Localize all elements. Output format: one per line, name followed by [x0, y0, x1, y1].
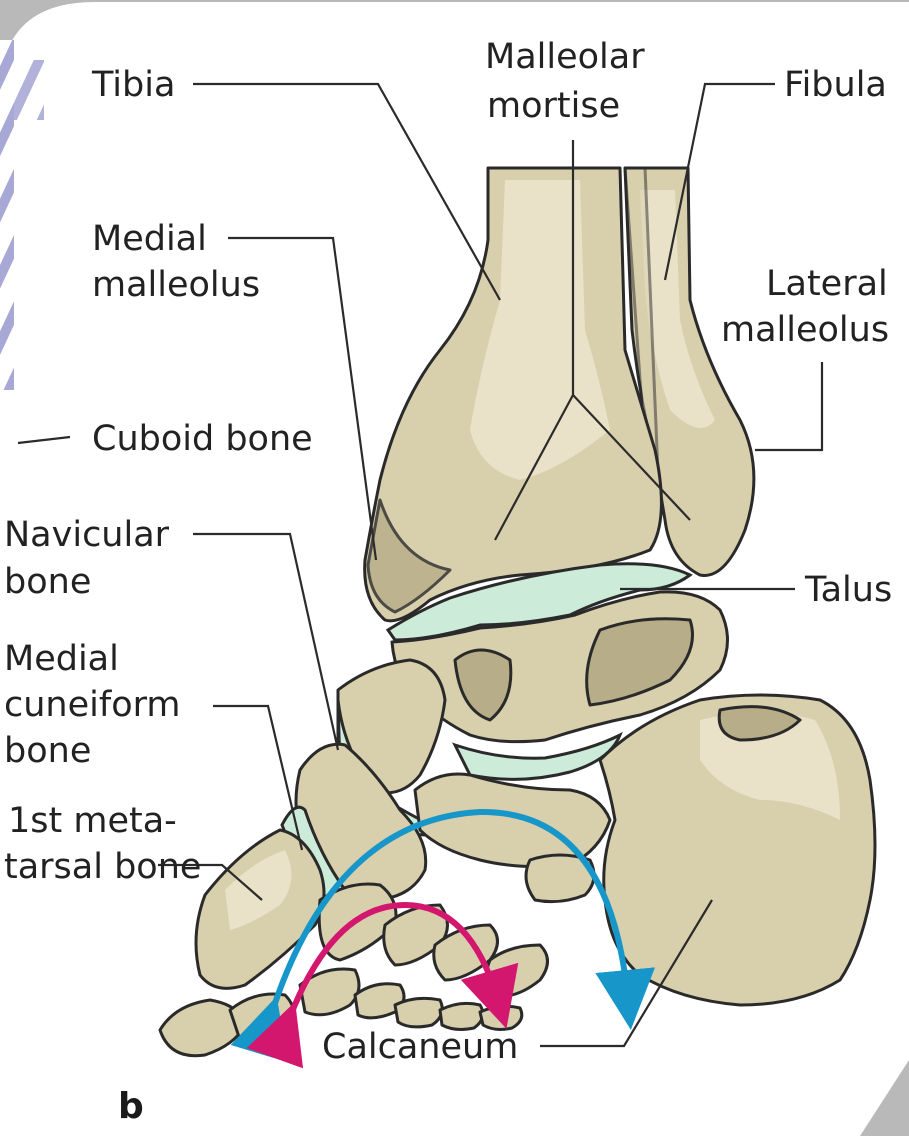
label-medial-cuneiform-line3: bone: [4, 731, 91, 771]
label-tibia: Tibia: [91, 65, 175, 105]
label-cuboid-bone: Cuboid bone: [92, 419, 313, 459]
label-talus: Talus: [804, 570, 892, 610]
label-calcaneum: Calcaneum: [322, 1027, 518, 1067]
label-medial-cuneiform-line1: Medial: [4, 639, 119, 679]
label-first-metatarsal-line1: 1st meta-: [8, 801, 177, 841]
label-medial-malleolus-line2: malleolus: [92, 265, 260, 305]
label-malleolar-mortise-line2: mortise: [487, 86, 620, 126]
panel-letter: b: [118, 1086, 144, 1127]
label-navicular-line2: bone: [4, 562, 91, 602]
label-first-metatarsal-line2: tarsal bone: [4, 847, 201, 887]
label-lateral-malleolus-line1: Lateral: [766, 264, 888, 304]
label-lateral-malleolus-line2: malleolus: [721, 310, 889, 350]
striped-edge-decoration: [0, 40, 14, 390]
label-navicular-line1: Navicular: [4, 515, 170, 555]
label-fibula: Fibula: [784, 65, 887, 105]
label-medial-cuneiform-line2: cuneiform: [4, 685, 180, 725]
label-medial-malleolus-line1: Medial: [92, 219, 207, 259]
label-malleolar-mortise-line1: Malleolar: [485, 37, 645, 77]
